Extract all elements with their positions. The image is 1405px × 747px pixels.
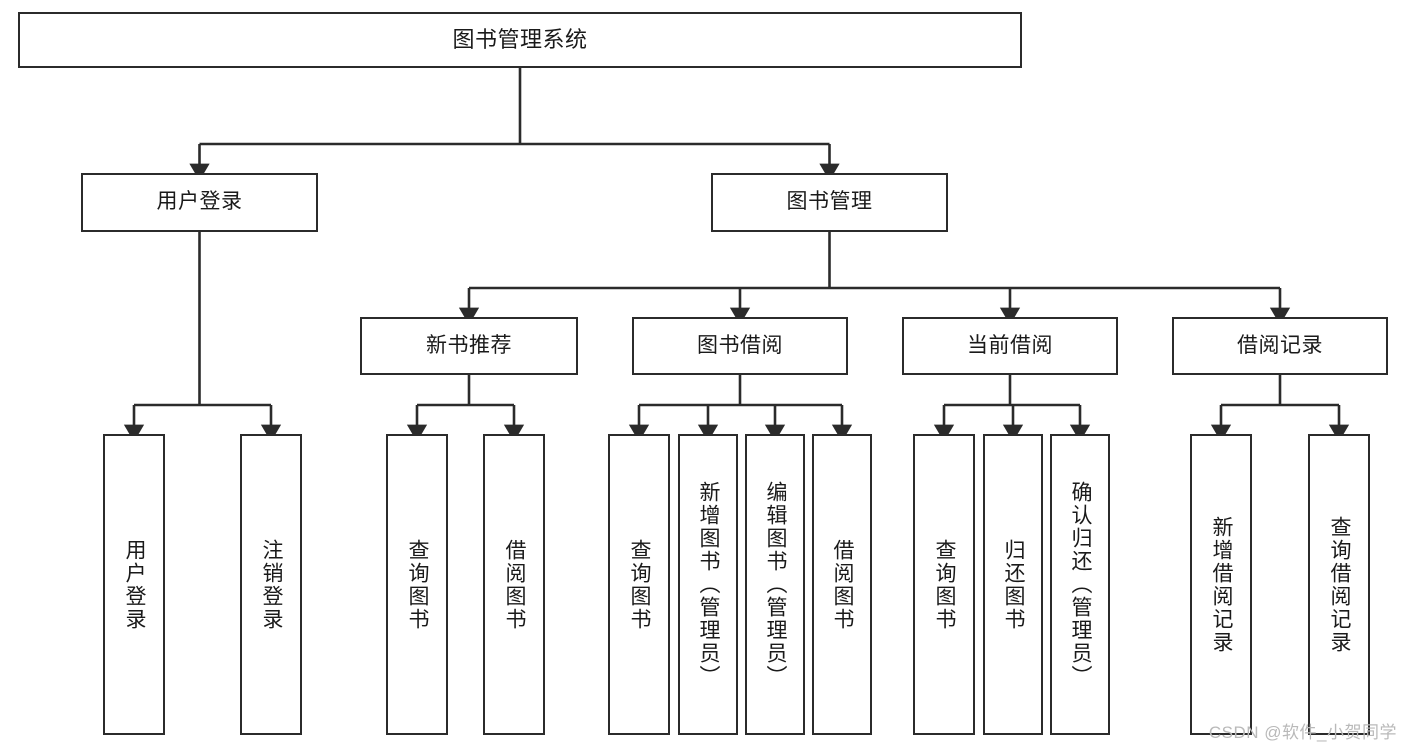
node-l-addrec[interactable]: 新增借阅记录 [1190, 434, 1252, 735]
node-l-userlogin[interactable]: 用户登录 [103, 434, 165, 735]
node-label: 编辑图书（管理员） [764, 481, 788, 688]
node-label: 注销登录 [260, 538, 284, 631]
node-label: 图书借阅 [697, 333, 783, 357]
node-label: 借阅记录 [1237, 333, 1323, 357]
node-l-qrec[interactable]: 查询借阅记录 [1308, 434, 1370, 735]
node-l-confirm[interactable]: 确认归还（管理员） [1050, 434, 1110, 735]
node-borrow[interactable]: 图书借阅 [632, 317, 848, 375]
node-label: 新书推荐 [426, 333, 512, 357]
node-l-q1[interactable]: 查询图书 [386, 434, 448, 735]
node-records[interactable]: 借阅记录 [1172, 317, 1388, 375]
node-label: 查询图书 [933, 538, 957, 631]
node-label: 当前借阅 [967, 333, 1053, 357]
node-label: 归还图书 [1002, 538, 1026, 631]
node-root[interactable]: 图书管理系统 [18, 12, 1022, 68]
node-l-b2[interactable]: 借阅图书 [812, 434, 872, 735]
node-label: 查询借阅记录 [1328, 515, 1352, 654]
node-l-b1[interactable]: 借阅图书 [483, 434, 545, 735]
node-l-q2[interactable]: 查询图书 [608, 434, 670, 735]
node-current[interactable]: 当前借阅 [902, 317, 1118, 375]
node-label: 新增借阅记录 [1210, 515, 1234, 654]
node-label: 新增图书（管理员） [697, 481, 721, 688]
node-l-q3[interactable]: 查询图书 [913, 434, 975, 735]
node-bookmgmt[interactable]: 图书管理 [711, 173, 948, 232]
node-label: 确认归还（管理员） [1069, 481, 1093, 688]
node-newbook[interactable]: 新书推荐 [360, 317, 578, 375]
node-l-logout[interactable]: 注销登录 [240, 434, 302, 735]
node-label: 借阅图书 [503, 538, 527, 631]
node-label: 查询图书 [406, 538, 430, 631]
watermark-text: CSDN @软件_小贺同学 [1208, 723, 1397, 742]
node-login[interactable]: 用户登录 [81, 173, 318, 232]
node-l-return[interactable]: 归还图书 [983, 434, 1043, 735]
node-l-add[interactable]: 新增图书（管理员） [678, 434, 738, 735]
node-label: 图书管理系统 [452, 27, 588, 53]
node-label: 借阅图书 [831, 538, 855, 631]
node-label: 图书管理 [786, 190, 873, 214]
node-label: 用户登录 [123, 538, 147, 631]
node-label: 用户登录 [156, 190, 243, 214]
node-label: 查询图书 [628, 538, 652, 631]
node-l-edit[interactable]: 编辑图书（管理员） [745, 434, 805, 735]
